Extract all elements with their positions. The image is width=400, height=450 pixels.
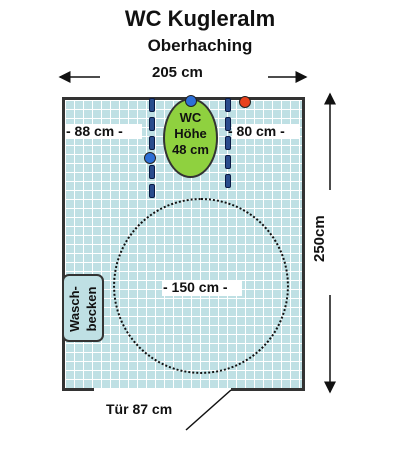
- toilet: [163, 98, 218, 178]
- sink-label-line: becken: [84, 286, 99, 332]
- width-label: 205 cm: [152, 64, 203, 81]
- grab-bar-segment: [225, 155, 231, 169]
- right-clearance-label: - 80 cm -: [228, 123, 285, 139]
- grab-bar-segment: [225, 174, 231, 188]
- turning-circle-label: - 150 cm -: [163, 279, 228, 295]
- left-clearance-label: - 88 cm -: [66, 123, 123, 139]
- toilet-label-line: Höhe: [174, 126, 207, 141]
- grab-bar-segment: [225, 98, 231, 112]
- toilet-label-line: 48 cm: [172, 142, 209, 157]
- grab-bar-segment: [149, 136, 155, 150]
- toilet-label: WC Höhe 48 cm: [163, 110, 218, 158]
- grab-bar-segment: [149, 165, 155, 179]
- grab-bar-segment: [149, 184, 155, 198]
- turning-circle: [113, 198, 289, 374]
- grab-bar-segment: [149, 98, 155, 112]
- height-label: 250cm: [311, 215, 328, 262]
- door-opening: [94, 388, 231, 394]
- page-subtitle: Oberhaching: [147, 36, 253, 55]
- toilet-label-line: WC: [179, 110, 202, 125]
- door-label: Tür 87 cm: [106, 401, 173, 417]
- grab-bar-segment: [225, 136, 231, 150]
- sink-label: Wasch- becken: [62, 275, 104, 343]
- flush-button: [185, 95, 197, 107]
- flush-button: [144, 152, 156, 164]
- grab-bar-segment: [149, 117, 155, 131]
- sink-label-line: Wasch-: [67, 286, 82, 332]
- door-leaf: [185, 389, 232, 431]
- grab-bar-segment: [225, 117, 231, 131]
- alarm-button: [239, 96, 251, 108]
- page-title: WC Kugleralm: [124, 6, 276, 31]
- sink: [62, 274, 104, 342]
